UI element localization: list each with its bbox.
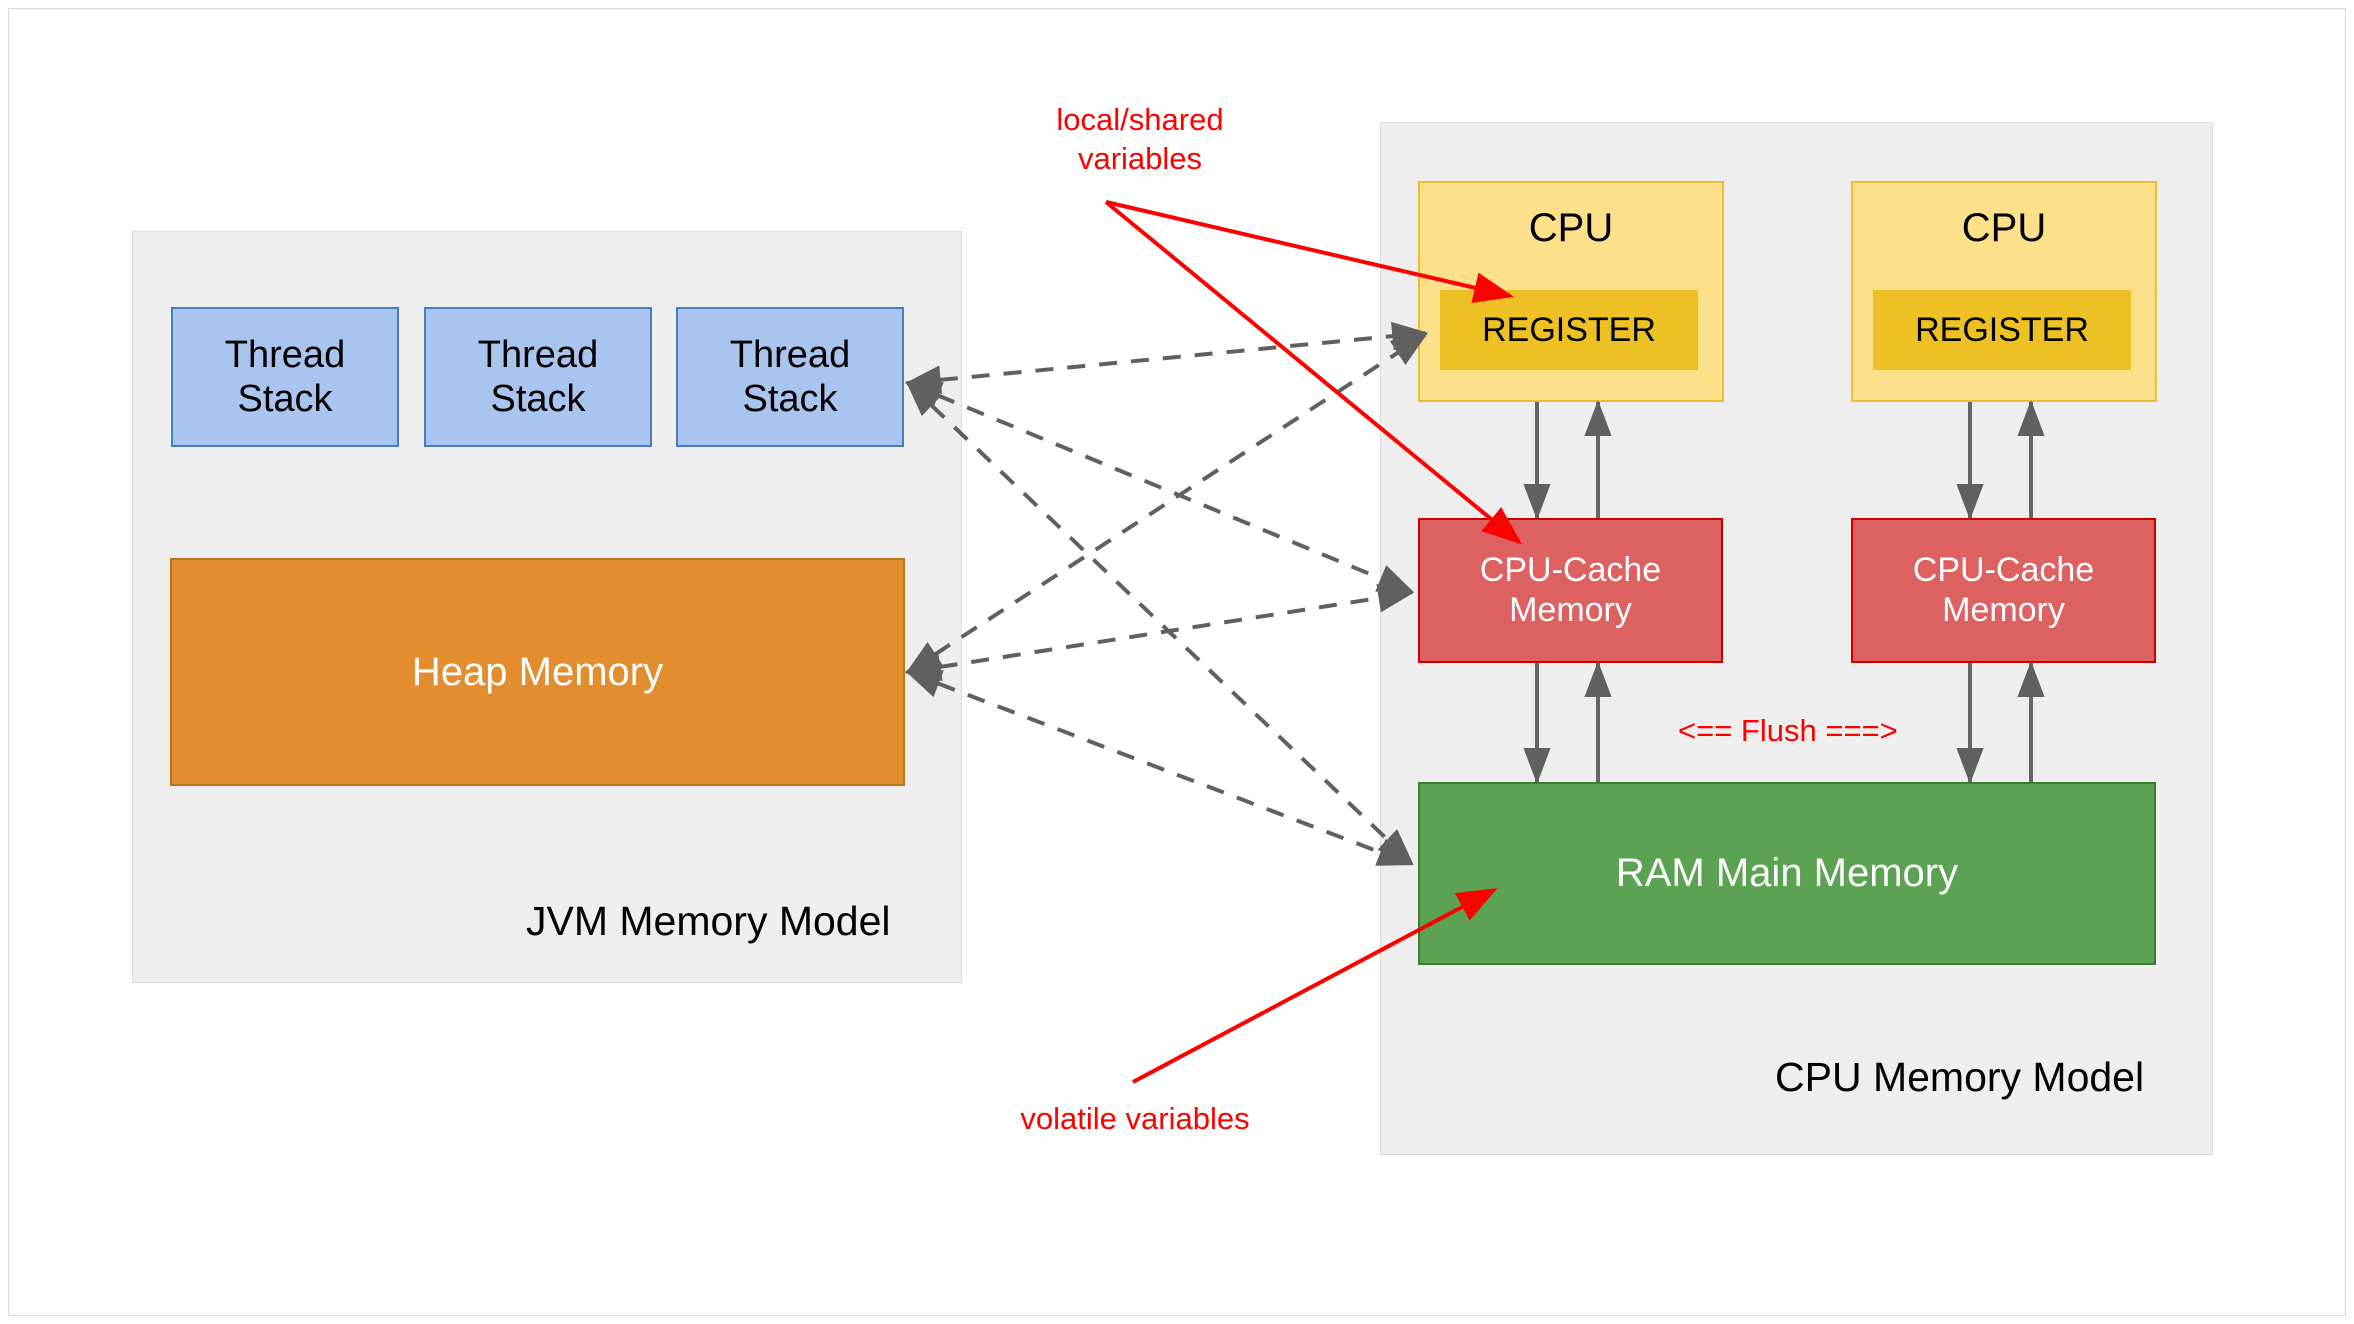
ram-main-memory-box[interactable]: RAM Main Memory [1418,782,2156,965]
volatile-variables-label: volatile variables [1020,1101,1250,1136]
register-box-2[interactable]: REGISTER [1873,290,2131,370]
cpu-panel-title: CPU Memory Model [1775,1054,2145,1100]
register-box-1[interactable]: REGISTER [1440,290,1698,370]
jvm-panel-title: JVM Memory Model [526,898,891,944]
heap-memory-box[interactable]: Heap Memory [170,558,905,786]
flush-label: <== Flush ===> [1678,713,1898,748]
